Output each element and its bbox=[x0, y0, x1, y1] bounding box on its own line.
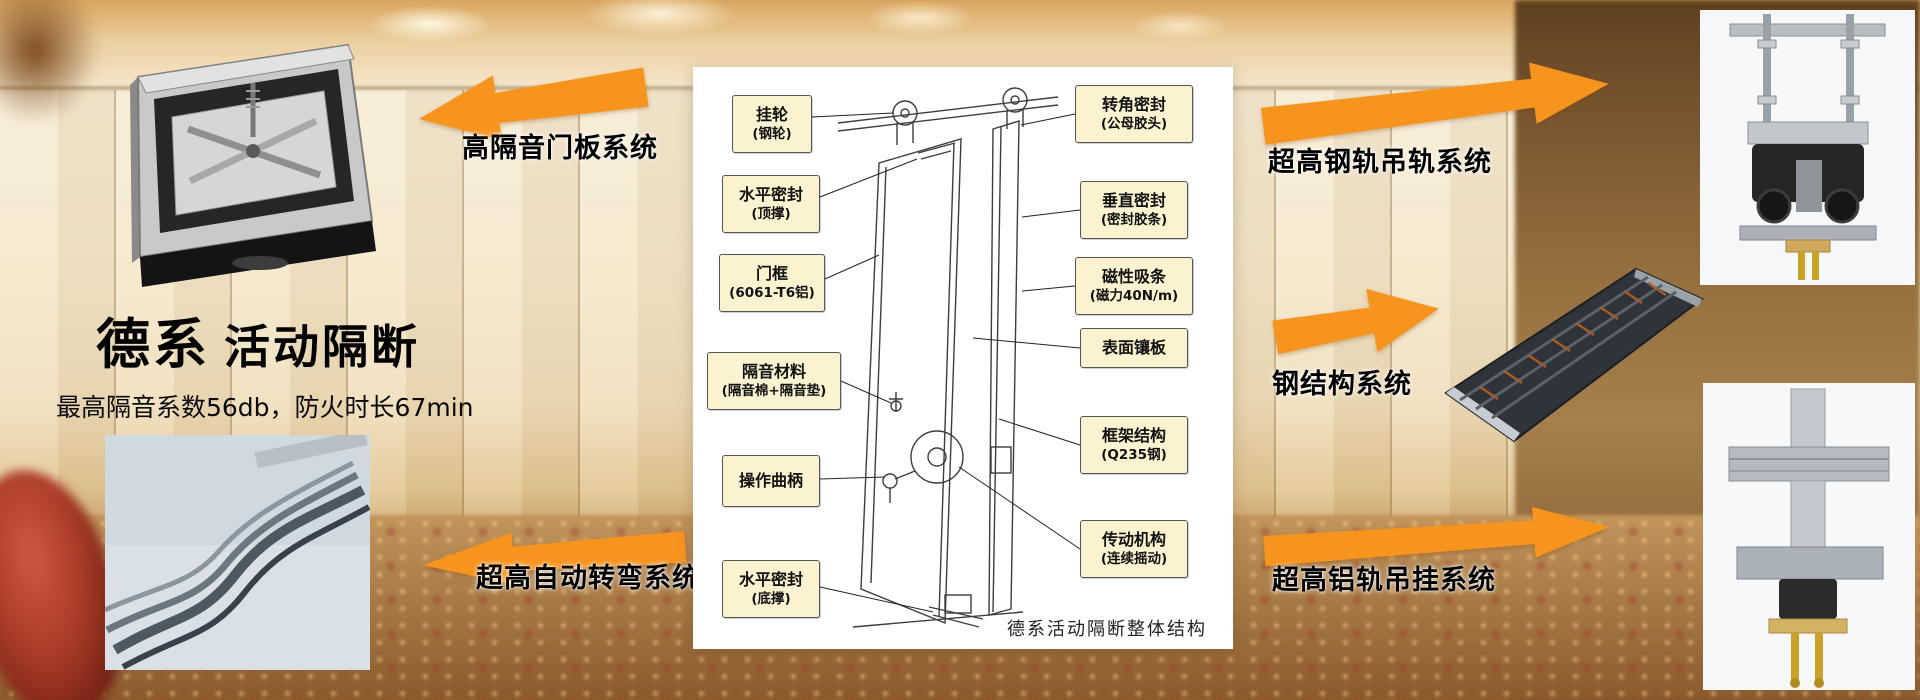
steel-frame-photo bbox=[1440, 235, 1710, 463]
callout-operating-crank: 操作曲柄 bbox=[722, 455, 820, 507]
curved-track-photo bbox=[105, 435, 370, 670]
steel-trolley-image bbox=[1700, 10, 1915, 285]
callout-frame-structure: 框架结构 (Q235钢) bbox=[1080, 416, 1188, 474]
steel-frame-image bbox=[1444, 267, 1704, 443]
diagram-caption: 德系活动隔断整体结构 bbox=[1007, 619, 1207, 640]
label-steel-structure-system: 钢结构系统 bbox=[1272, 369, 1412, 400]
partition-structure-drawing bbox=[811, 87, 1081, 628]
callout-door-frame: 门框 (6061-T6铝) bbox=[719, 254, 825, 312]
callout-corner-seal: 转角密封 (公母胶头) bbox=[1075, 85, 1193, 143]
callout-top-seal: 水平密封 (顶撑) bbox=[722, 175, 820, 233]
callout-sound-insulation: 隔音材料 (隔音棉+隔音垫) bbox=[707, 352, 841, 410]
callout-vertical-seal: 垂直密封 (密封胶条) bbox=[1080, 181, 1188, 239]
callout-surface-panel: 表面镶板 bbox=[1080, 328, 1188, 368]
arrow-shape bbox=[1272, 288, 1439, 355]
product-subtitle: 最高隔音系数56db，防火时长67min bbox=[56, 393, 474, 422]
callout-bottom-seal: 水平密封 (底撑) bbox=[722, 560, 820, 618]
brand-name: 德系 bbox=[96, 313, 210, 376]
aluminum-track-photo bbox=[1703, 383, 1915, 690]
door-panel-mechanism-photo bbox=[110, 25, 390, 305]
callout-hanging-wheel: 挂轮 (钢轮) bbox=[732, 95, 812, 153]
corner-shadow bbox=[0, 0, 100, 125]
arrow-shape bbox=[1261, 62, 1609, 145]
label-door-panel-system: 高隔音门板系统 bbox=[462, 133, 658, 164]
arrow-aluminum-rail-system bbox=[1263, 506, 1610, 567]
label-aluminum-rail-system: 超高铝轨吊挂系统 bbox=[1272, 565, 1496, 596]
aluminum-track-image bbox=[1703, 383, 1915, 690]
arrow-steel-rail-system bbox=[1261, 62, 1609, 145]
door-panel-mechanism-image bbox=[130, 43, 376, 287]
arrow-shape bbox=[1263, 506, 1610, 567]
arrow-shape bbox=[419, 67, 649, 141]
brand-title: 德系 活动隔断 bbox=[96, 300, 420, 379]
callout-magnetic-strip: 磁性吸条 (磁力40N/m) bbox=[1075, 257, 1193, 315]
label-auto-turn-system: 超高自动转弯系统 bbox=[476, 563, 700, 594]
arrow-steel-structure-system bbox=[1272, 288, 1439, 355]
curved-track-image bbox=[105, 435, 370, 670]
product-name: 活动隔断 bbox=[224, 320, 420, 374]
label-steel-rail-system: 超高钢轨吊轨系统 bbox=[1268, 147, 1492, 178]
arrow-auto-turn-system bbox=[422, 531, 687, 586]
arrow-door-panel-system bbox=[419, 67, 649, 141]
callout-transmission: 传动机构 (连续摇动) bbox=[1080, 520, 1188, 578]
structure-diagram-panel: 挂轮 (钢轮) 水平密封 (顶撑) 门框 (6061-T6铝) 隔音材料 (隔音… bbox=[693, 67, 1233, 649]
arrow-shape bbox=[422, 531, 687, 586]
steel-trolley-photo bbox=[1700, 10, 1915, 285]
